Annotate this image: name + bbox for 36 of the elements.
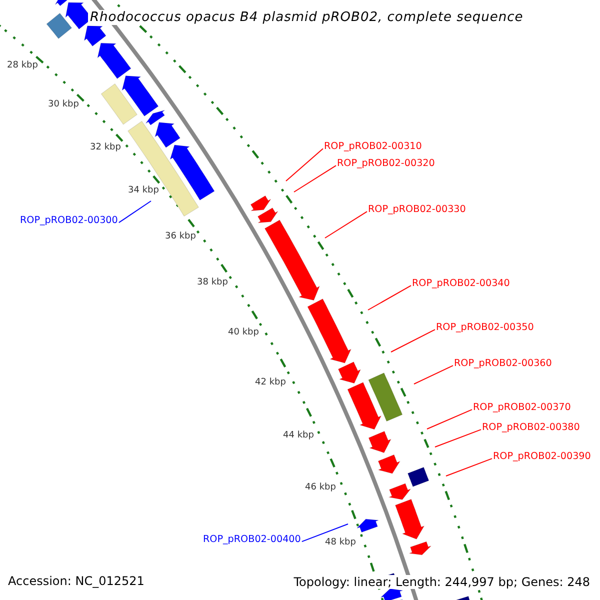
- gene-label: ROP_pROB02-00350: [436, 323, 534, 333]
- leader-line: [301, 524, 348, 542]
- leader-line: [414, 365, 454, 384]
- gene-label: ROP_pROB02-00360: [454, 359, 552, 369]
- gene-label: ROP_pROB02-00400: [203, 535, 301, 545]
- leader-line: [286, 148, 324, 182]
- leader-line: [368, 285, 412, 310]
- tick-label: 40 kbp: [228, 328, 259, 338]
- tick-label: 32 kbp: [90, 144, 121, 152]
- leader-line: [390, 329, 436, 352]
- summary-text: Topology: linear; Length: 244,997 bp; Genes: 248: [292, 575, 592, 589]
- tick-label: 30 kbp: [48, 100, 79, 110]
- tick-label: 44 kbp: [283, 432, 314, 440]
- tick-label: 48 kbp: [325, 538, 356, 548]
- leader-line: [426, 409, 472, 430]
- gene-label: ROP_pROB02-00370: [473, 403, 571, 413]
- leader-line: [294, 165, 336, 192]
- tick-label: 46 kbp: [305, 484, 336, 492]
- tick-label: 28 kbp: [7, 62, 38, 70]
- leader-line: [324, 211, 368, 238]
- gene-label: ROP_pROB02-00310: [324, 142, 422, 152]
- tick-label: 38 kbp: [197, 278, 228, 288]
- leader-line: [434, 429, 482, 448]
- tick-label: 36 kbp: [165, 232, 196, 242]
- gene-label: ROP_pROB02-00320: [337, 159, 435, 169]
- accession-text: Accession: NC_012521: [8, 575, 144, 587]
- gene-label: ROP_pROB02-00340: [412, 279, 510, 289]
- gene-label: ROP_pROB02-00300: [20, 216, 118, 226]
- leader-line: [446, 458, 492, 476]
- gene-label: ROP_pROB02-00380: [482, 423, 580, 433]
- tick-label: 42 kbp: [255, 378, 286, 388]
- gene-label: ROP_pROB02-00330: [368, 205, 466, 215]
- tick-label: 34 kbp: [128, 186, 159, 196]
- gene-label: ROP_pROB02-00390: [493, 452, 591, 462]
- title: Rhodococcus opacus B4 plasmid pROB02, complete sequence: [88, 10, 526, 25]
- leader-line: [118, 200, 152, 224]
